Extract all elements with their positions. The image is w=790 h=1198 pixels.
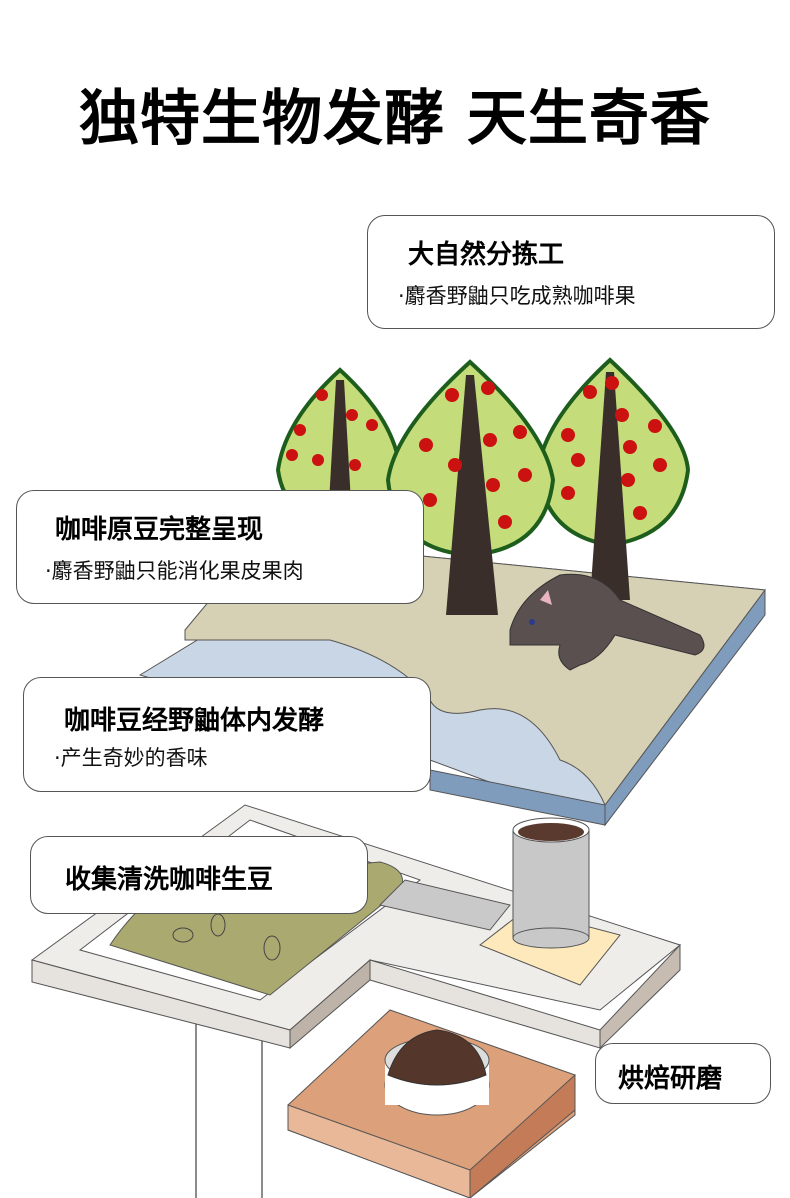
support-posts (195, 1020, 263, 1198)
step-card-fermentation: 咖啡豆经野鼬体内发酵 ·产生奇妙的香味 (23, 677, 431, 792)
civet-icon (509, 573, 705, 671)
step-card-whole-beans: 咖啡原豆完整呈现 ·麝香野鼬只能消化果皮果肉 (16, 490, 424, 604)
step-heading: 咖啡原豆完整呈现 (55, 515, 264, 545)
page-title: 独特生物发酵 天生奇香 (79, 84, 711, 154)
step-detail: ·产生奇妙的香味 (54, 746, 208, 770)
step-heading: 大自然分拣工 (408, 240, 565, 270)
coffee-canister (479, 817, 621, 986)
step-heading: 收集清洗咖啡生豆 (65, 865, 274, 895)
roasting-platform (287, 1009, 576, 1198)
coffee-trees (275, 357, 691, 615)
step-heading: 咖啡豆经野鼬体内发酵 (64, 706, 325, 736)
step-card-roast-grind: 烘焙研磨 (595, 1043, 771, 1104)
step-heading: 烘焙研磨 (618, 1064, 723, 1094)
step-card-collect-wash: 收集清洗咖啡生豆 (30, 836, 368, 914)
step-detail: ·麝香野鼬只能消化果皮果肉 (45, 559, 304, 583)
step-detail: ·麝香野鼬只吃成熟咖啡果 (398, 284, 636, 308)
step-card-natural-sorter: 大自然分拣工 ·麝香野鼬只吃成熟咖啡果 (367, 215, 775, 329)
